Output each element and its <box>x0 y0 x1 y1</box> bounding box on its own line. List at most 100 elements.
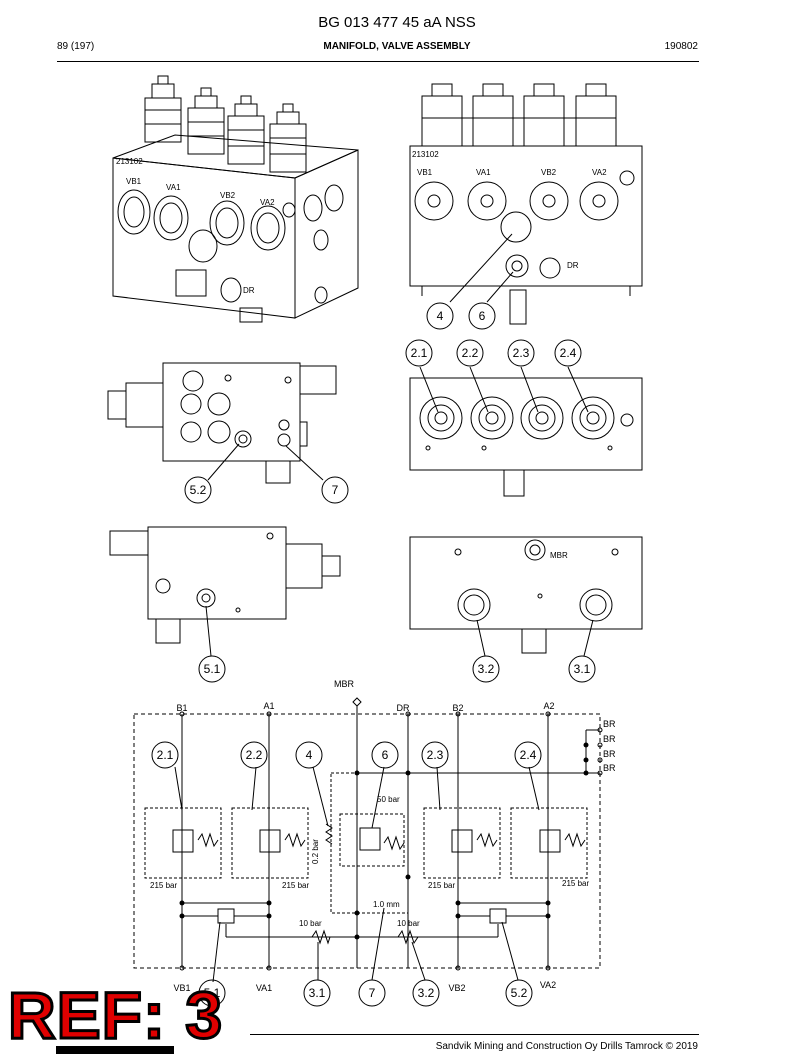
callout-circle <box>505 979 533 1007</box>
port-label: VB2 <box>541 168 557 177</box>
port-label: VB1 <box>417 168 433 177</box>
ref-stamp: REF: 3 <box>6 978 224 1052</box>
cartridge-valve <box>269 103 307 173</box>
callout-2-3: 2.3 <box>427 748 444 762</box>
port-label: B1 <box>176 703 187 713</box>
callout-circle <box>514 741 542 769</box>
pressure-label: 215 bar <box>282 881 309 890</box>
footer-copyright: Sandvik Mining and Construction Oy Drill… <box>435 1041 698 1052</box>
pressure-label: 10 bar <box>299 919 322 928</box>
callout-circle <box>303 979 331 1007</box>
callout-circle <box>295 741 323 769</box>
callout-circle <box>321 476 349 504</box>
back-view <box>409 536 643 657</box>
cartridge-valve <box>144 75 182 143</box>
callout-5-1: 5.1 <box>204 662 221 676</box>
block-stamp: 213102 <box>412 150 439 159</box>
callout-circle <box>507 339 535 367</box>
port-label: A2 <box>543 701 554 711</box>
callout-2-3: 2.3 <box>513 346 530 360</box>
callout-6: 6 <box>479 309 486 323</box>
callout-2-4: 2.4 <box>520 748 537 762</box>
port-label: VA2 <box>260 198 275 207</box>
pressure-label: 215 bar <box>562 879 589 888</box>
callout-circle <box>456 339 484 367</box>
port-label: VA2 <box>592 168 607 177</box>
callout-5-2: 5.2 <box>190 483 207 497</box>
callout-2-1: 2.1 <box>157 748 174 762</box>
callout-circle <box>421 741 449 769</box>
page-number: 89 (197) <box>57 41 95 52</box>
callout-circle <box>426 302 454 330</box>
cartridge-valve <box>227 95 265 165</box>
port-label: DR <box>567 261 579 270</box>
callout-2-2: 2.2 <box>246 748 263 762</box>
top-view <box>409 366 643 497</box>
callout-2-4: 2.4 <box>560 346 577 360</box>
callout-3-2: 3.2 <box>478 662 495 676</box>
callout-6: 6 <box>382 748 389 762</box>
callout-circle <box>412 979 440 1007</box>
document-code: 190802 <box>664 41 698 52</box>
callout-circle <box>358 979 386 1007</box>
callout-circle <box>371 741 399 769</box>
port-label: VA2 <box>540 980 556 990</box>
callout-3-2: 3.2 <box>418 986 435 1000</box>
document-title: BG 013 477 45 aA NSS <box>318 14 476 31</box>
port-label: VB2 <box>448 983 465 993</box>
callout-3-1: 3.1 <box>309 986 326 1000</box>
port-label: BR <box>603 719 616 729</box>
port-label: A1 <box>263 701 274 711</box>
port-label: MBR <box>334 679 355 689</box>
port-label: BR <box>603 763 616 773</box>
port-label: MBR <box>550 551 568 560</box>
port-label: DR <box>243 286 255 295</box>
port-label: B2 <box>452 703 463 713</box>
side-view <box>107 362 337 484</box>
footer-rule <box>250 1034 699 1035</box>
header-rule <box>57 61 699 62</box>
callout-7: 7 <box>369 986 376 1000</box>
brand-logo <box>56 1046 174 1054</box>
hydraulic-schematic <box>133 697 603 983</box>
pressure-label: 50 bar <box>377 795 400 804</box>
callout-5-1: 5.1 <box>204 986 221 1000</box>
callout-circle <box>198 979 226 1007</box>
cartridge-valve <box>187 87 225 155</box>
pressure-label: 10 bar <box>397 919 420 928</box>
front-view <box>409 83 643 325</box>
orifice-label: 1.0 mm <box>373 900 400 909</box>
port-label: BR <box>603 734 616 744</box>
callout-2-2: 2.2 <box>462 346 479 360</box>
port-label: DR <box>397 703 410 713</box>
block-stamp: 213102 <box>116 157 143 166</box>
callout-2-1: 2.1 <box>411 346 428 360</box>
callout-circle <box>184 476 212 504</box>
callout-circle <box>198 655 226 683</box>
port-label: VA1 <box>166 183 181 192</box>
callout-7: 7 <box>332 483 339 497</box>
port-label: VB1 <box>173 983 190 993</box>
callout-5-2: 5.2 <box>511 986 528 1000</box>
port-label: VA1 <box>256 983 272 993</box>
callout-circle <box>472 655 500 683</box>
callout-circle <box>568 655 596 683</box>
callout-4: 4 <box>437 309 444 323</box>
port-label: BR <box>603 749 616 759</box>
end-view <box>109 526 341 657</box>
callout-3-1: 3.1 <box>574 662 591 676</box>
section-title: MANIFOLD, VALVE ASSEMBLY <box>323 41 471 52</box>
port-label: VB2 <box>220 191 236 200</box>
callout-circle <box>405 339 433 367</box>
pressure-label: 215 bar <box>428 881 455 890</box>
port-label: VB1 <box>126 177 142 186</box>
callout-circle <box>240 741 268 769</box>
callout-circle <box>151 741 179 769</box>
isometric-view <box>112 75 359 323</box>
pressure-label: 0.2 bar <box>311 839 320 864</box>
callout-circle <box>554 339 582 367</box>
pressure-label: 215 bar <box>150 881 177 890</box>
callout-4: 4 <box>306 748 313 762</box>
port-label: VA1 <box>476 168 491 177</box>
